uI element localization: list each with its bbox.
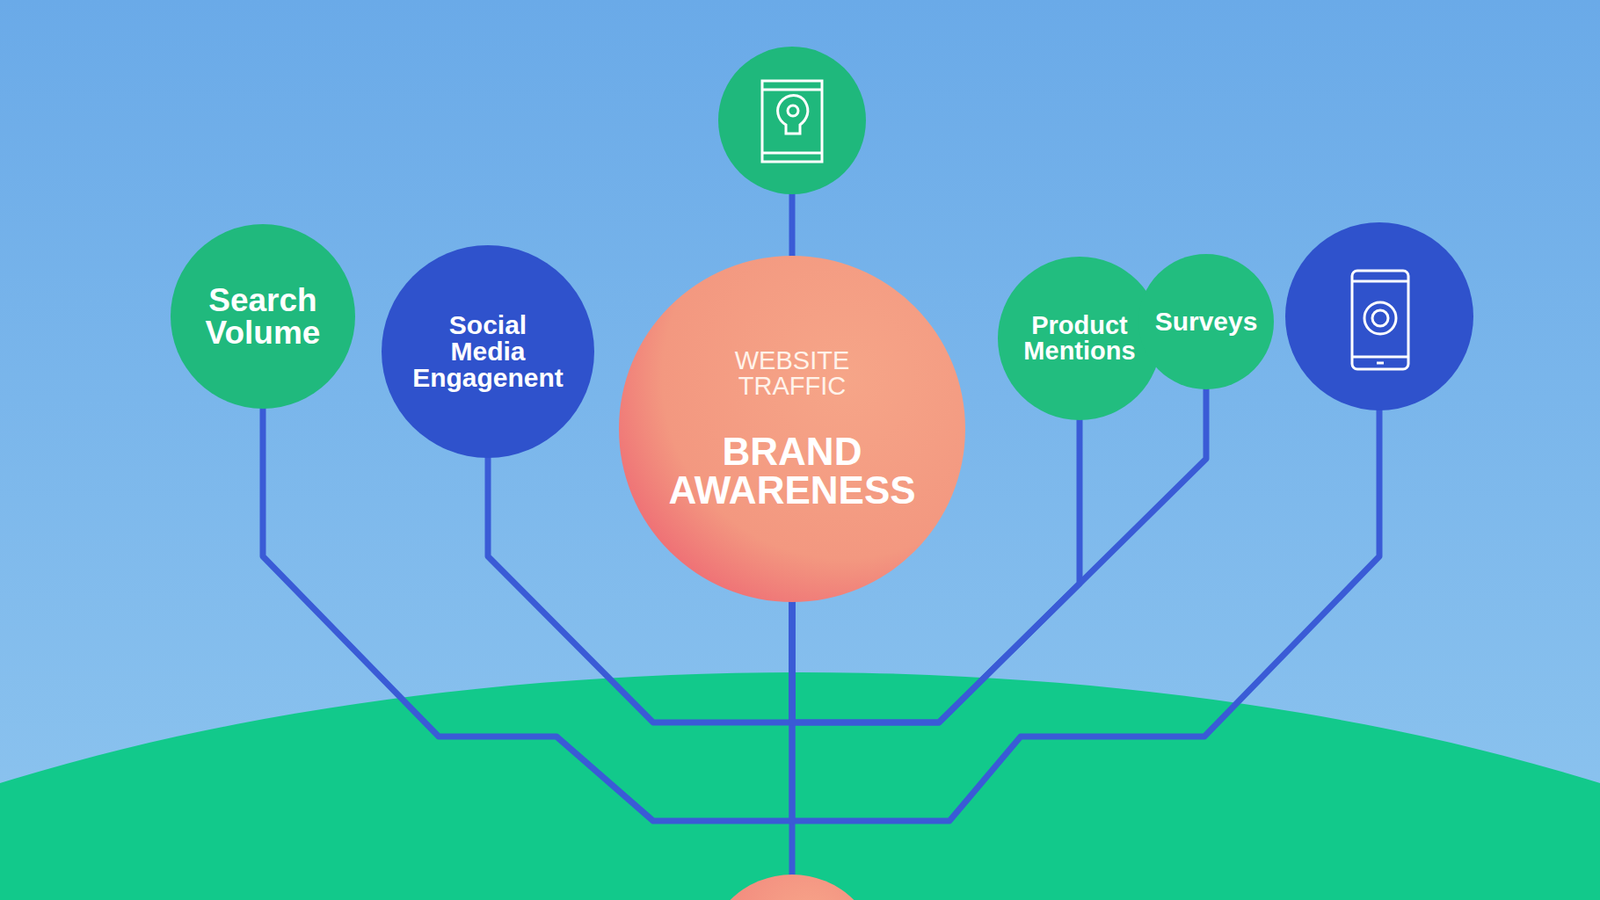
tablet-outline — [762, 80, 822, 162]
node-label: Surveys — [1144, 308, 1268, 335]
bulb-core — [787, 105, 799, 117]
phone-bar — [1352, 280, 1409, 284]
icon-circle — [718, 46, 866, 195]
phone-bar — [1352, 356, 1409, 359]
lens-ring — [1364, 302, 1397, 335]
node-content: Product Mentions — [997, 256, 1162, 421]
circle-shape — [618, 255, 966, 603]
circle-node: Search Volume — [170, 224, 356, 409]
circle-fill — [170, 224, 356, 409]
node-label: Product Mentions — [1013, 312, 1146, 364]
circle-node: Surveys — [1138, 254, 1274, 390]
icon-circle — [1285, 222, 1474, 411]
circle-fill — [381, 245, 595, 459]
node-content: Surveys — [1138, 254, 1274, 390]
node-content: WEBSITE TRAFFIC BRAND AWARENESS — [618, 255, 966, 603]
node-content: Search Volume — [170, 224, 356, 409]
top-stem — [789, 194, 796, 264]
tablet-bar — [762, 152, 822, 155]
lens-core — [1372, 310, 1389, 327]
circle-node: Product Mentions — [997, 256, 1162, 421]
phone-button — [1376, 362, 1384, 365]
bulb-icon — [762, 80, 822, 162]
node-content: Social Media Engagenent — [381, 245, 595, 459]
circle-node: Social Media Engagenent — [381, 245, 595, 459]
circle-fill — [997, 256, 1162, 421]
phone-icon — [1352, 270, 1409, 370]
node-label: Search Volume — [188, 283, 338, 350]
node-title: BRAND AWARENESS — [660, 432, 924, 510]
root-circle — [704, 874, 880, 900]
circle-fill — [1138, 254, 1274, 390]
phone-outline — [1352, 270, 1409, 370]
node-subtitle: WEBSITE TRAFFIC — [704, 348, 880, 400]
node-label: Social Media Engagenent — [408, 312, 568, 392]
circle-node: WEBSITE TRAFFIC BRAND AWARENESS — [618, 255, 966, 603]
circle-fill — [618, 255, 966, 603]
tablet-bar — [762, 88, 822, 92]
bulb — [778, 95, 808, 135]
hill — [0, 672, 1600, 900]
